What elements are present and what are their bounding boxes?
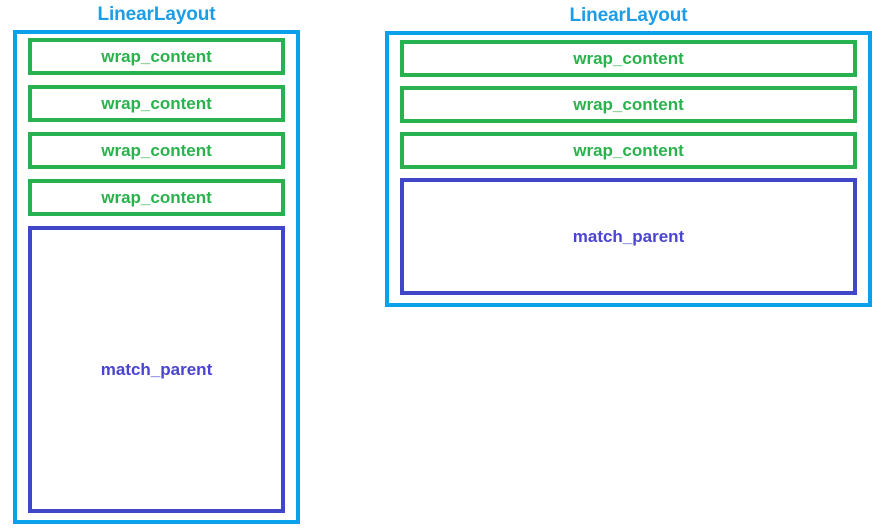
child-box-wrap-content: wrap_content (400, 40, 857, 77)
child-box-wrap-content: wrap_content (400, 132, 857, 169)
child-box-match-parent: match_parent (400, 178, 857, 295)
child-box-label: wrap_content (573, 49, 684, 68)
child-box-wrap-content: wrap_content (28, 132, 285, 169)
child-box-label: wrap_content (573, 141, 684, 160)
child-box-label: match_parent (572, 227, 685, 246)
linearlayout-container-left: wrap_content wrap_content wrap_content w… (13, 30, 300, 524)
child-box-wrap-content: wrap_content (28, 38, 285, 75)
child-box-label: wrap_content (101, 47, 212, 66)
child-box-label: wrap_content (101, 188, 212, 207)
linearlayout-container-right: wrap_content wrap_content wrap_content m… (385, 31, 872, 307)
linearlayout-diagram-right: LinearLayout wrap_content wrap_content w… (385, 5, 872, 307)
diagram-title-left: LinearLayout (97, 4, 216, 25)
diagram-title-right: LinearLayout (569, 5, 688, 26)
child-box-label: wrap_content (101, 94, 212, 113)
child-box-wrap-content: wrap_content (28, 179, 285, 216)
child-box-wrap-content: wrap_content (400, 86, 857, 123)
child-box-label: wrap_content (101, 141, 212, 160)
linearlayout-diagram-left: LinearLayout wrap_content wrap_content w… (13, 4, 300, 524)
child-box-wrap-content: wrap_content (28, 85, 285, 122)
child-box-label: wrap_content (573, 95, 684, 114)
child-box-match-parent: match_parent (28, 226, 285, 513)
child-box-label: match_parent (100, 360, 213, 379)
